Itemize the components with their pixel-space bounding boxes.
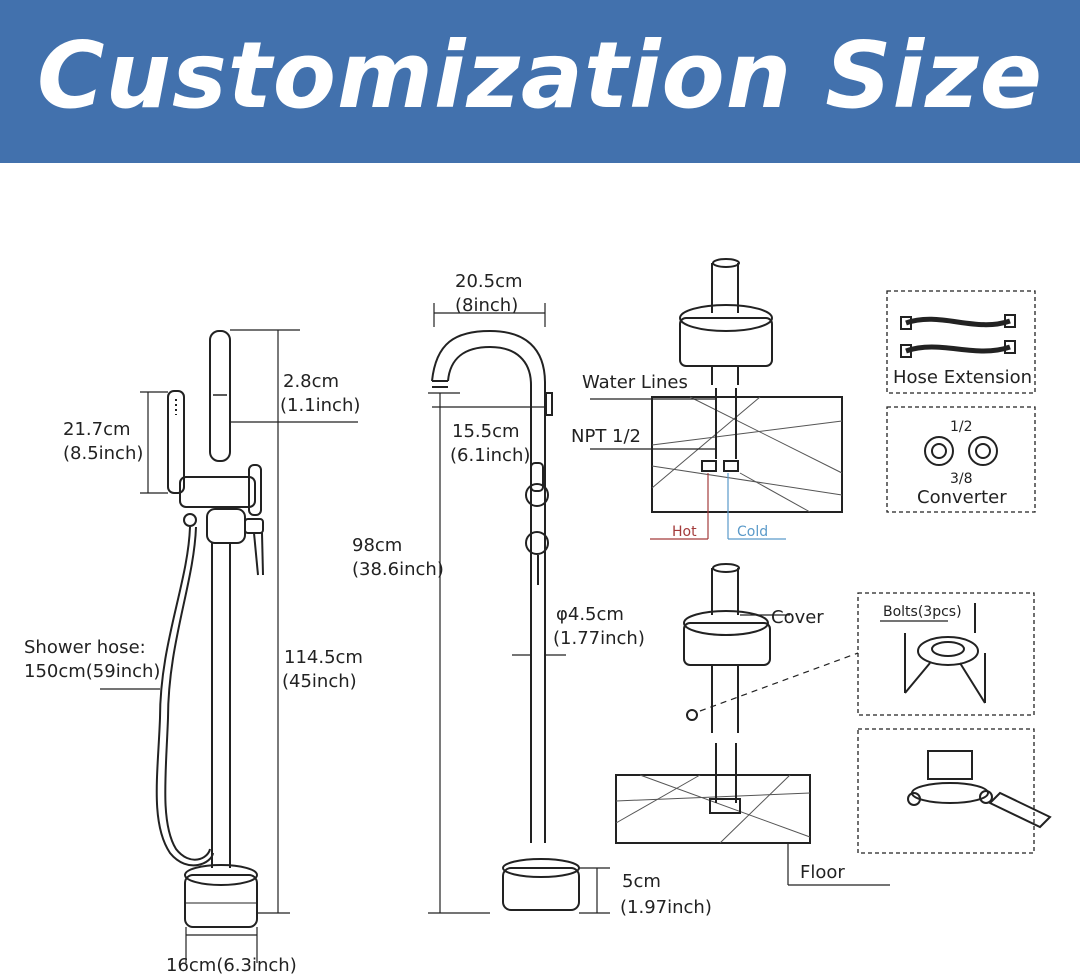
install-tool-box <box>857 728 1035 854</box>
hot-label: Hot <box>672 524 697 540</box>
converter-top-label: 1/2 <box>950 419 973 435</box>
total-height-inch-label: (45inch) <box>282 671 357 692</box>
header-banner: Customization Size <box>0 0 1080 163</box>
install-top-drawing <box>590 258 843 540</box>
hose-label: Shower hose: <box>24 637 146 658</box>
handshower-length-inch-label: (8.5inch) <box>63 443 144 464</box>
base-height-inch-label: (1.97inch) <box>620 897 712 918</box>
spout-reach-label: 15.5cm <box>452 421 520 442</box>
hose-extension-label: Hose Extension <box>893 367 1033 388</box>
hose-extension-box <box>886 290 1036 394</box>
bolts-box <box>857 592 1035 716</box>
bolts-label: Bolts(3pcs) <box>883 604 962 620</box>
right-faucet-drawing <box>431 329 580 911</box>
npt-label: NPT 1/2 <box>571 426 642 447</box>
converter-bottom-label: 3/8 <box>950 471 973 487</box>
install-bottom-drawing <box>615 563 890 886</box>
handshower-length-label: 21.7cm <box>63 419 131 440</box>
spout-width-label: 20.5cm <box>455 271 523 292</box>
spout-reach-inch-label: (6.1inch) <box>450 445 531 466</box>
faucet-diagram <box>100 258 1052 963</box>
base-height-label: 5cm <box>622 871 661 892</box>
pipe-diameter-label: φ4.5cm <box>556 604 624 625</box>
page-title: Customization Size <box>37 22 1043 129</box>
spout-height-inch-label: (38.6inch) <box>352 559 444 580</box>
hose-length-label: 150cm(59inch) <box>24 661 161 682</box>
water-lines-label: Water Lines <box>582 372 688 393</box>
top-offset-label: 2.8cm <box>283 371 340 392</box>
left-faucet-drawing <box>155 330 264 928</box>
floor-label: Floor <box>800 862 845 883</box>
spout-width-inch-label: (8inch) <box>455 295 519 316</box>
cover-label: Cover <box>771 607 824 628</box>
pipe-diameter-inch-label: (1.77inch) <box>553 628 645 649</box>
top-offset-inch-label: (1.1inch) <box>280 395 361 416</box>
base-width-label: 16cm(6.3inch) <box>166 955 297 976</box>
converter-label: Converter <box>917 487 1007 508</box>
cold-label: Cold <box>737 524 769 540</box>
converter-box <box>886 406 1036 513</box>
spout-height-label: 98cm <box>352 535 403 556</box>
total-height-label: 114.5cm <box>284 647 363 668</box>
